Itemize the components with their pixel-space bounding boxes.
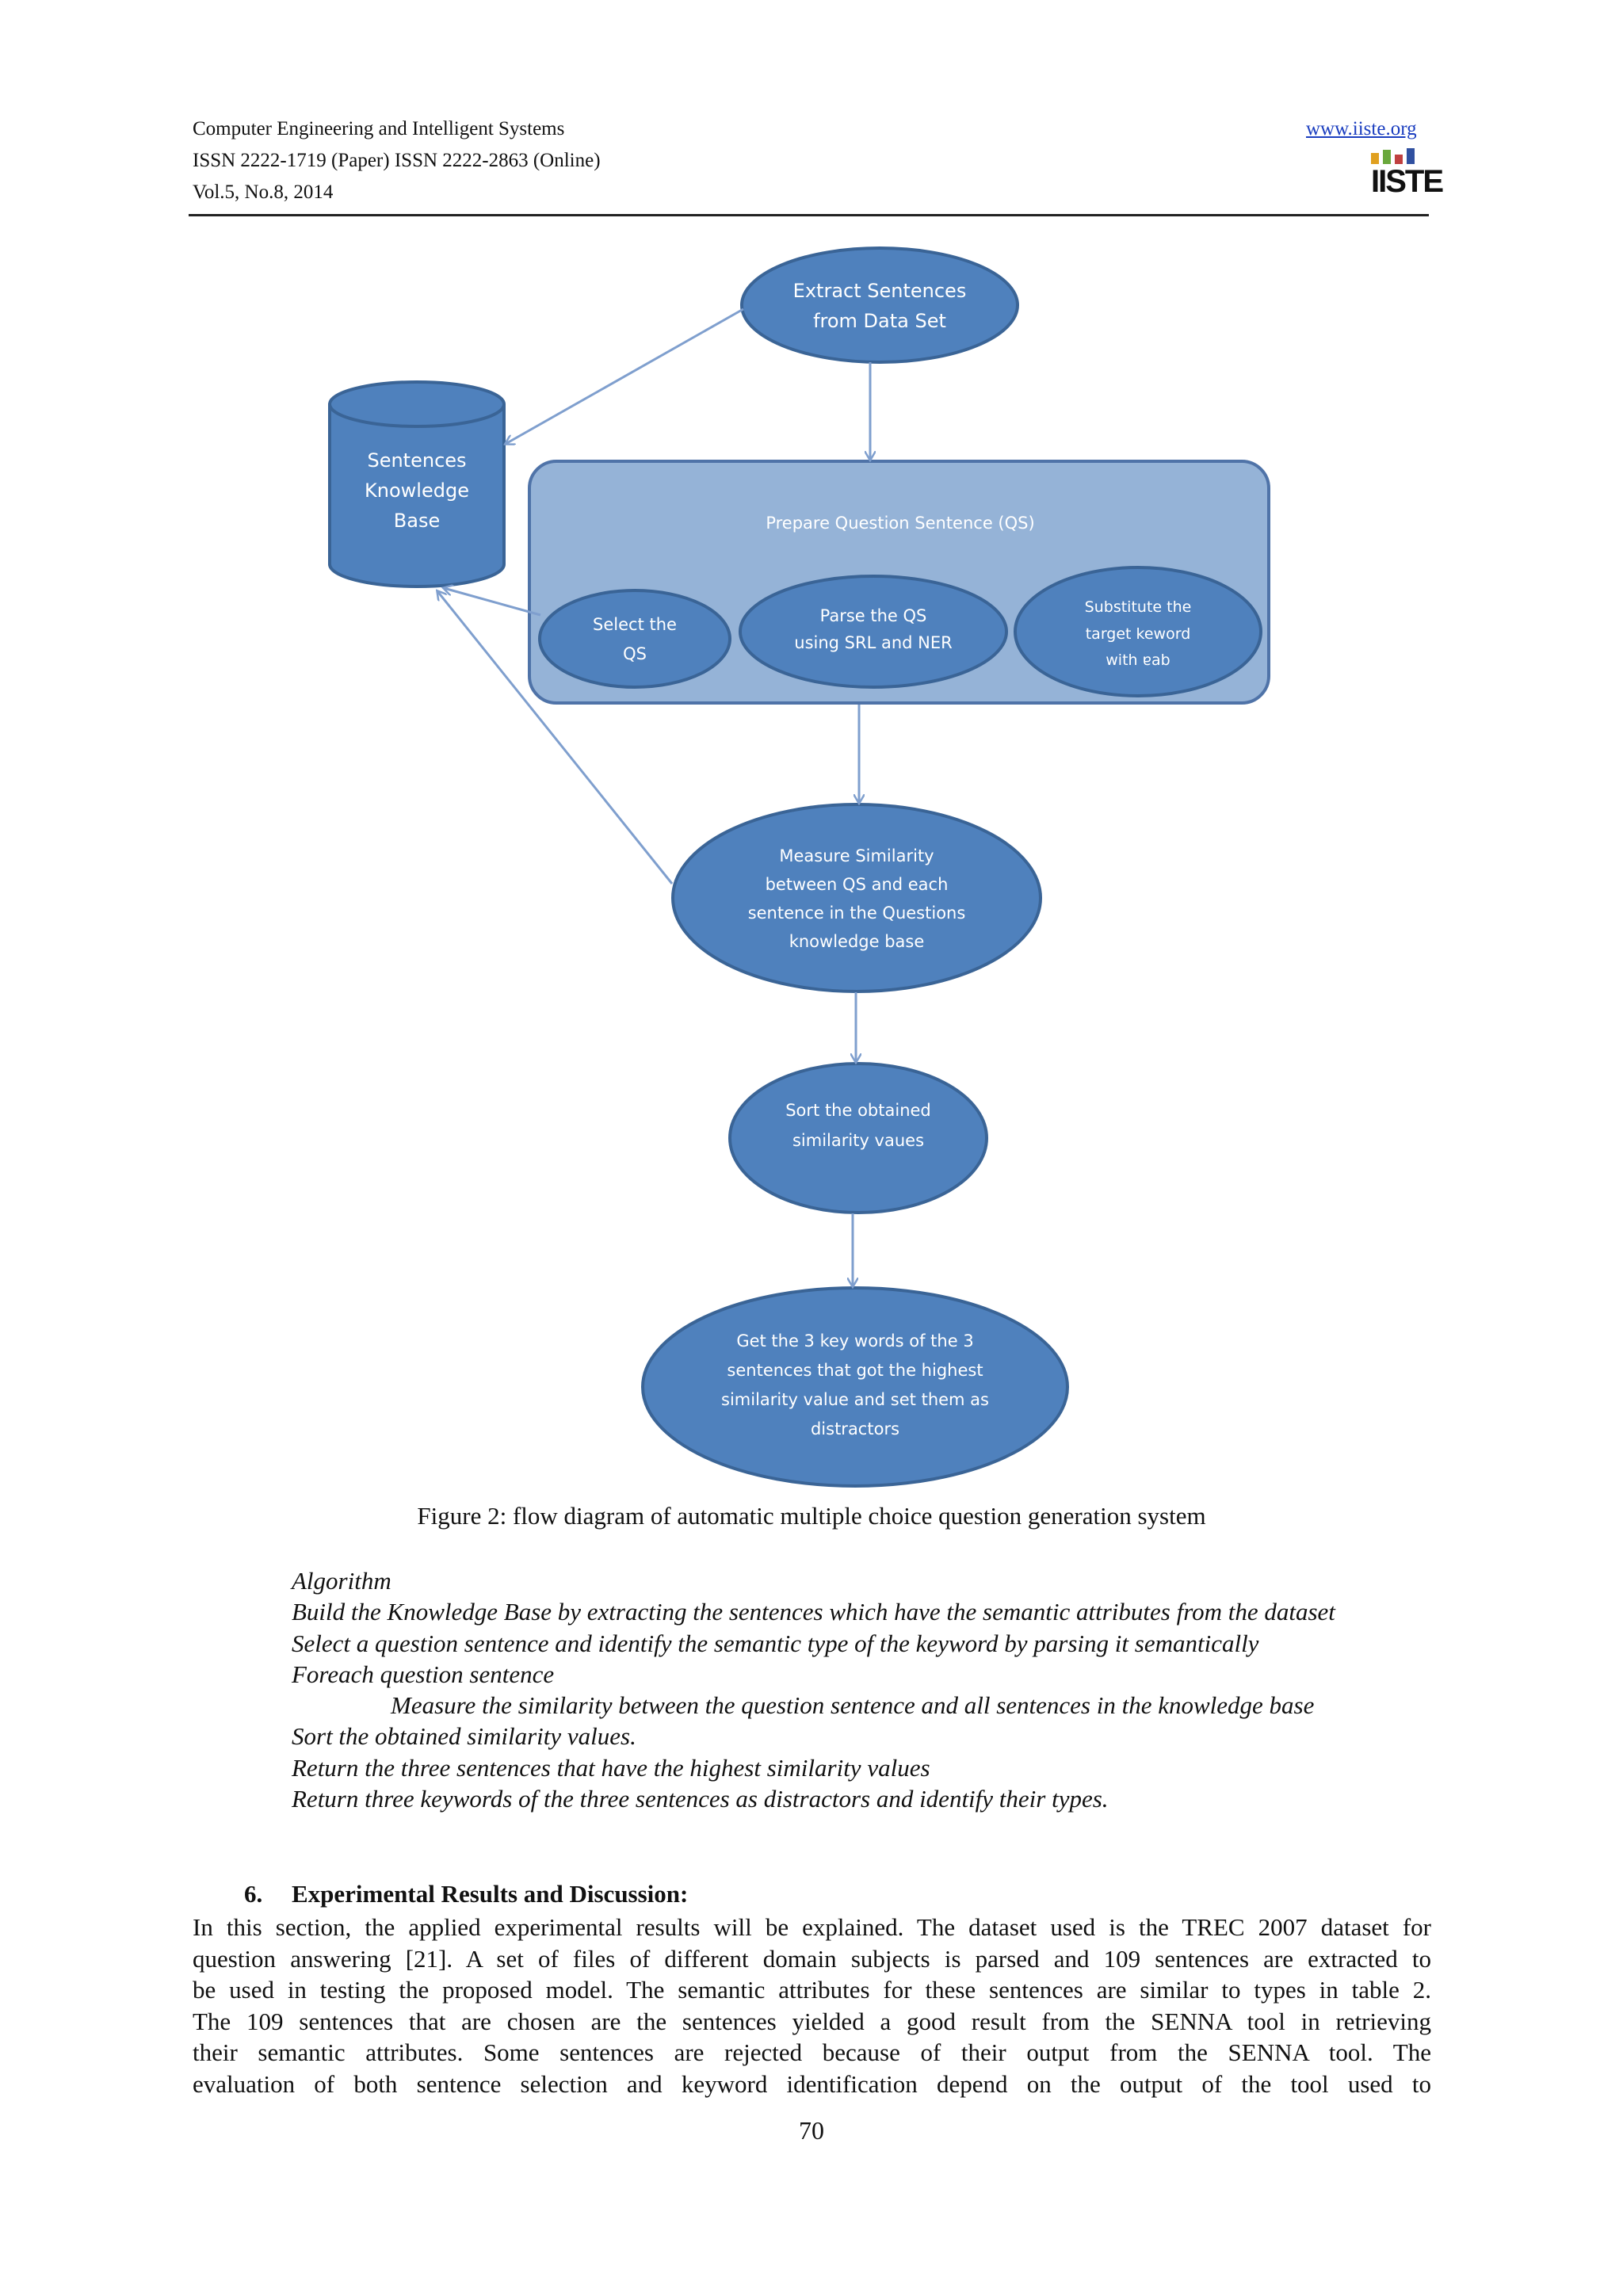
section-number: 6.: [244, 1880, 263, 1908]
header-rule: [189, 214, 1429, 216]
kb-line-3: Base: [394, 510, 440, 532]
select-qs-node: Select the QS: [538, 589, 731, 689]
algorithm-line: Return three keywords of the three sente…: [292, 1785, 1109, 1813]
paragraph-line: be used in testing the proposed model. T…: [193, 1976, 1431, 2004]
paragraph-line: evaluation of both sentence selection an…: [193, 2069, 1431, 2098]
algorithm-line: Build the Knowledge Base by extracting t…: [292, 1598, 1335, 1626]
section-paragraph: In this section, the applied experimenta…: [193, 1912, 1431, 2099]
substitute-line-2: target keword: [1086, 625, 1191, 643]
journal-header: Computer Engineering and Intelligent Sys…: [193, 113, 601, 208]
paragraph-line: their semantic attributes. Some sentence…: [193, 2038, 1431, 2066]
get-line-3: similarity value and set them as: [721, 1390, 989, 1409]
paragraph-line: The 109 sentences that are chosen are th…: [193, 2007, 1431, 2035]
sort-node: Sort the obtained similarity vaues: [728, 1062, 988, 1214]
substitute-node: Substitute the target keword with ɐab: [1014, 566, 1262, 697]
get-line-4: distractors: [811, 1419, 899, 1438]
measure-line-1: Measure Similarity: [779, 846, 934, 865]
flow-diagram: Prepare Question Sentence (QS) Sentences…: [328, 246, 1270, 1488]
parse-line-1: Parse the QS: [820, 606, 927, 625]
section-heading: 6. Experimental Results and Discussion:: [244, 1880, 688, 1908]
figure-caption: Figure 2: flow diagram of automatic mult…: [417, 1502, 1206, 1530]
get-line-1: Get the 3 key words of the 3: [736, 1331, 973, 1350]
substitute-line-1: Substitute the: [1085, 598, 1192, 616]
algorithm-title: Algorithm: [292, 1567, 391, 1595]
prepare-label: Prepare Question Sentence (QS): [766, 514, 1034, 533]
knowledge-base-node: Sentences Knowledge Base: [328, 380, 506, 588]
sort-line-1: Sort the obtained: [785, 1101, 931, 1120]
kb-line-1: Sentences: [367, 449, 466, 472]
arrow-extract-to-kb: [506, 308, 744, 444]
measure-line-4: knowledge base: [789, 932, 925, 951]
journal-volume: Vol.5, No.8, 2014: [193, 181, 334, 203]
kb-line-2: Knowledge: [365, 479, 469, 502]
journal-title: Computer Engineering and Intelligent Sys…: [193, 118, 565, 139]
get-line-2: sentences that got the highest: [727, 1361, 983, 1380]
extract-node: Extract Sentences from Data Set: [740, 246, 1019, 364]
algorithm-line: Select a question sentence and identify …: [292, 1629, 1259, 1657]
parse-line-2: using SRL and NER: [794, 633, 952, 652]
sort-line-2: similarity vaues: [792, 1131, 924, 1150]
select-line-2: QS: [623, 644, 647, 663]
get-distractors-node: Get the 3 key words of the 3 sentences t…: [641, 1286, 1069, 1488]
algorithm-line: Foreach question sentence: [292, 1660, 555, 1688]
extract-line-2: from Data Set: [813, 310, 946, 332]
algorithm-line: Return the three sentences that have the…: [292, 1753, 930, 1782]
paragraph-line: question answering [21]. A set of files …: [193, 1944, 1431, 1973]
measure-node: Measure Similarity between QS and each s…: [671, 803, 1042, 993]
website-header: www.iiste.org: [1306, 113, 1417, 145]
arrow-measure-to-kb: [437, 591, 674, 884]
measure-line-2: between QS and each: [766, 875, 949, 894]
select-line-1: Select the: [593, 615, 677, 634]
website-link[interactable]: www.iiste.org: [1306, 118, 1417, 139]
substitute-line-3: with ɐab: [1106, 651, 1170, 669]
algorithm-line: Measure the similarity between the quest…: [391, 1691, 1315, 1720]
algorithm-block: Algorithm Build the Knowledge Base by ex…: [292, 1565, 1431, 1814]
measure-line-3: sentence in the Questions: [748, 904, 966, 923]
arrow-select-to-kb: [444, 588, 541, 617]
page-number: 70: [799, 2116, 824, 2145]
paragraph-line: In this section, the applied experimenta…: [193, 1913, 1431, 1941]
algorithm-line: Sort the obtained similarity values.: [292, 1722, 636, 1751]
logo-bars: [1371, 147, 1428, 164]
parse-qs-node: Parse the QS using SRL and NER: [739, 575, 1008, 689]
section-title: Experimental Results and Discussion:: [292, 1880, 689, 1908]
journal-issn: ISSN 2222-1719 (Paper) ISSN 2222-2863 (O…: [193, 150, 601, 171]
extract-line-1: Extract Sentences: [793, 280, 967, 302]
